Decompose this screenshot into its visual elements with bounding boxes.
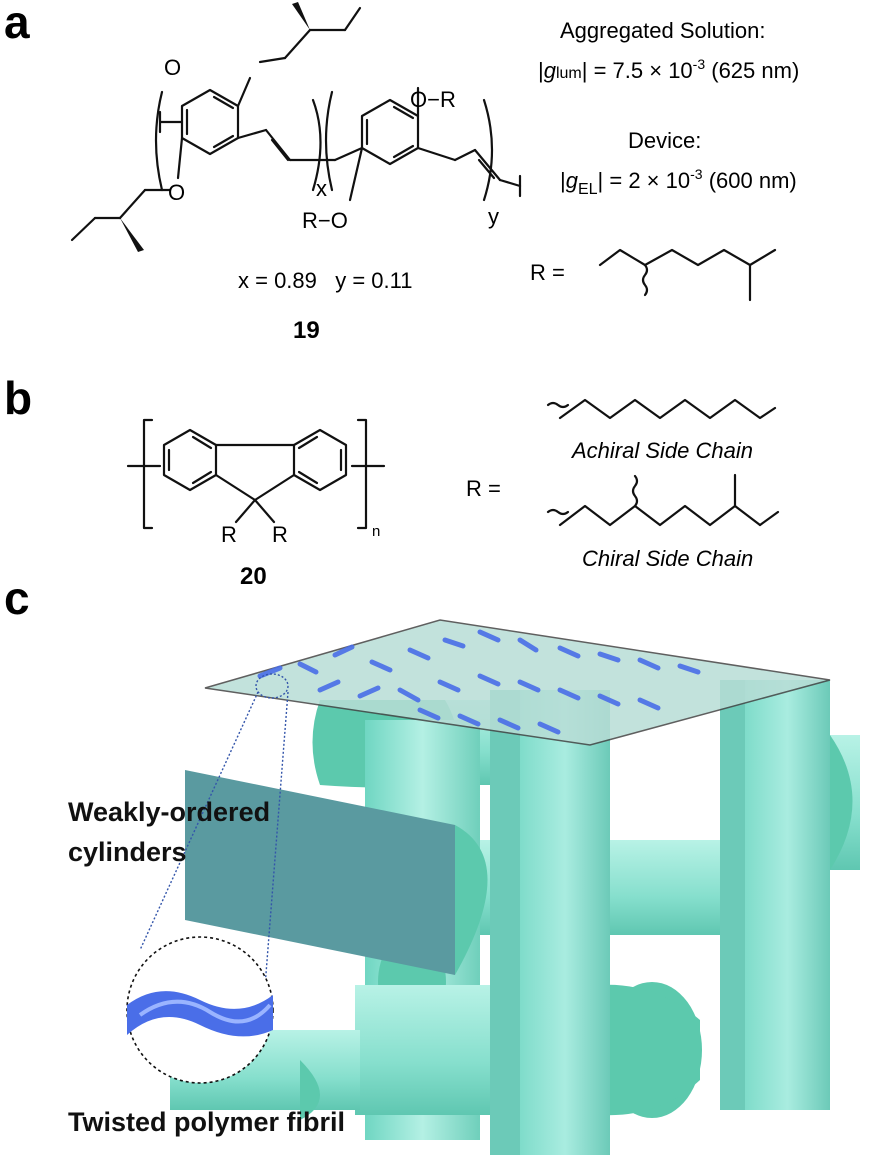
atom-r-o-bottom: R−O <box>302 208 348 233</box>
panel-letter-c: c <box>4 572 30 624</box>
r-equals-b: R = <box>466 476 501 501</box>
polymer-19-structure <box>70 2 522 252</box>
branched-alkyl-chain-a <box>598 248 777 302</box>
subscript-y: y <box>488 204 499 229</box>
compound-number-20: 20 <box>240 563 267 590</box>
atom-o-r-top: O−R <box>410 87 456 112</box>
weakly-ordered-cylinders-label-line1: Weakly-ordered <box>68 797 270 827</box>
chiral-side-chain-structure <box>546 473 780 527</box>
panel-letter-a: a <box>4 0 30 48</box>
atom-r-1: R <box>221 522 237 547</box>
twisted-polymer-fibril-label: Twisted polymer fibril <box>68 1107 345 1137</box>
compound-number-19: 19 <box>293 317 320 344</box>
atom-o-top: O <box>164 55 181 80</box>
composition-label: x = 0.89 y = 0.11 <box>238 268 413 293</box>
achiral-side-chain-label: Achiral Side Chain <box>570 438 753 463</box>
atom-o-bottom: O <box>168 180 185 205</box>
chiral-side-chain-label: Chiral Side Chain <box>582 546 753 571</box>
weakly-ordered-cylinders-label-line2: cylinders <box>68 837 187 867</box>
panel-b: b R R n 20 R = <box>4 372 780 590</box>
r-equals-a: R = <box>530 260 565 285</box>
achiral-side-chain-structure <box>546 398 777 420</box>
cylinder-lattice <box>126 619 860 1155</box>
device-title: Device: <box>628 128 701 153</box>
panel-c: c <box>4 572 860 1155</box>
atom-r-2: R <box>272 522 288 547</box>
gel-value: |gEL| = 2 × 10-3 (600 nm) <box>560 166 797 198</box>
panel-letter-b: b <box>4 372 32 424</box>
glum-value: |glum| = 7.5 × 10-3 (625 nm) <box>538 56 799 83</box>
aggregated-solution-title: Aggregated Solution: <box>560 18 766 43</box>
panel-a: a <box>4 0 799 344</box>
subscript-x: x <box>316 176 327 201</box>
subscript-n: n <box>372 523 380 540</box>
polyfluorene-20-structure <box>126 418 386 530</box>
